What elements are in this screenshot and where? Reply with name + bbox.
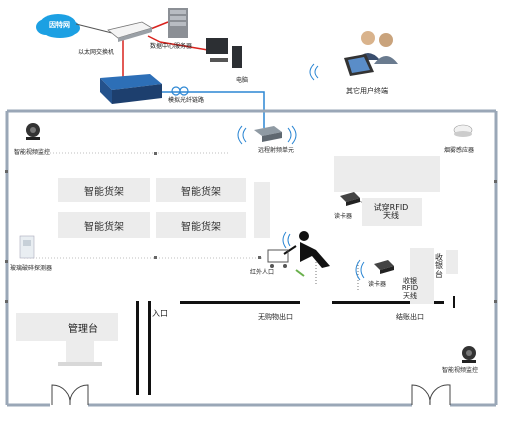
- rack-router-icon: [100, 74, 162, 104]
- smoke-sensor-icon: [453, 124, 473, 137]
- ethernet-switch-icon: [107, 21, 153, 42]
- card-reader-icon: [340, 192, 360, 206]
- shopper-with-cart-icon: [267, 231, 330, 268]
- reader-1-label: 读卡器: [334, 213, 353, 220]
- smart-shelf: 智能货架: [58, 212, 150, 238]
- smart-shelf: 智能货架: [156, 178, 246, 202]
- fiber-loop-icon: [171, 86, 189, 96]
- server-icon: [168, 8, 188, 38]
- glass-detector-label: 玻璃破碎探测器: [10, 265, 53, 272]
- wifi-signal-icon: [355, 259, 365, 281]
- smart-shelf: 智能货架: [156, 212, 246, 238]
- server-label: 数据中心服务器: [150, 43, 193, 50]
- smart-shelf: 智能货架: [58, 178, 150, 202]
- switch-label: 以太网交换机: [78, 49, 115, 56]
- pc-icon: [206, 38, 242, 68]
- internet-cloud-icon: [36, 14, 80, 38]
- security-camera-icon: [462, 346, 476, 363]
- checkout-rfid-label: 收银 RFID 天线: [401, 277, 419, 300]
- wifi-signal-icon: [237, 125, 297, 145]
- pc-label: 电脑: [236, 77, 249, 84]
- cashier-label: 收 银 台: [435, 253, 443, 279]
- fiber-label: 模拟光纤链路: [168, 97, 205, 104]
- camera-left-label: 智能视频监控: [14, 149, 51, 156]
- internet-label: 因特网: [49, 21, 70, 29]
- camera-right-label: 智能视频监控: [442, 367, 479, 374]
- store-walls: [5, 109, 498, 407]
- checkout-exit-label: 结账出口: [396, 313, 424, 321]
- wireless-unit-label: 远程射频单元: [258, 147, 295, 154]
- user-terminal-label: 其它用户终端: [346, 87, 388, 95]
- wireless-unit-icon: [254, 126, 282, 142]
- wifi-signal-icon: [282, 231, 291, 249]
- entrance-label: 入口: [152, 309, 168, 318]
- entrance-walls: [136, 296, 455, 395]
- trial-rfid-label: 试穿RFID 天线: [373, 203, 409, 221]
- trial-rfid-antenna: [362, 198, 422, 226]
- wifi-signal-icon: [309, 63, 319, 81]
- user-terminal-icon: [344, 31, 398, 76]
- display-area: [410, 248, 434, 304]
- smoke-sensor-label: 烟雾感应器: [444, 147, 475, 154]
- infrared-entrance-label: 红外人口: [250, 269, 275, 276]
- security-camera-icon: [26, 123, 40, 140]
- management-desk: [16, 313, 118, 341]
- management-desk-label: 管理台: [68, 324, 98, 335]
- no-purchase-exit-label: 无购物出口: [258, 313, 293, 321]
- glass-detector-icon: [19, 235, 35, 259]
- display-area: [334, 156, 440, 192]
- card-reader-icon: [374, 260, 394, 274]
- right-door: [411, 384, 451, 406]
- left-door: [51, 384, 89, 406]
- display-stand: [254, 182, 270, 238]
- reader-2-label: 读卡器: [368, 281, 387, 288]
